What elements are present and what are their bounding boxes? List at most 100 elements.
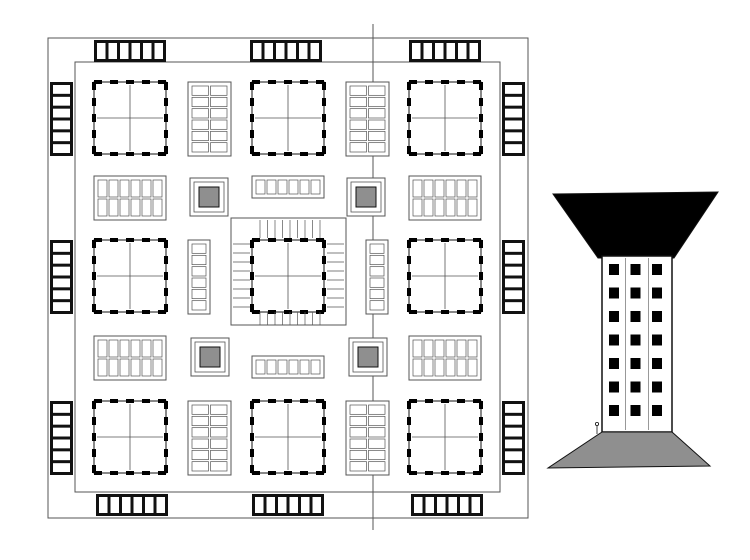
tower-plan [92,80,168,156]
garden-bed [191,108,209,119]
stair-tread [284,40,288,62]
garden-bed [152,358,163,377]
stair-tread [502,93,525,97]
stair-tread [502,472,525,475]
garden-outline [408,335,482,381]
wall-segment [250,272,254,280]
garden-bed [368,130,386,142]
garden-bed [191,266,207,277]
wall-segment [479,98,483,106]
wall-segment [457,399,465,403]
wall-segment [252,152,260,156]
wall-segment [407,272,411,280]
garden-bed [191,449,209,461]
garden-outline [93,175,167,221]
wall-segment [164,288,168,296]
wall-segment [110,152,118,156]
wall-segment [407,449,411,457]
garden-bed [412,179,423,198]
wall-segment [425,238,433,242]
garden-bed [349,130,367,142]
garden-bed [369,288,385,300]
wall-segment [250,449,254,457]
window [652,358,662,369]
wall-segment [479,130,483,138]
wall-segment [252,310,260,314]
garden-bed [368,404,386,415]
wall-segment [250,98,254,106]
stair-tread [261,40,265,62]
wall-segment [126,152,134,156]
stair-west [50,401,73,475]
garden-bed [191,254,207,266]
tower-base-plinth [546,431,712,469]
stair-tread [128,40,132,62]
stair-tread [107,494,111,516]
wall-segment [407,288,411,296]
garden-bed [349,415,367,427]
garden-outline [345,81,390,157]
stair-tread [50,263,73,267]
wall-segment [142,310,150,314]
wall-segment [479,465,483,473]
wall-segment [407,82,411,90]
wall-segment [250,82,254,90]
garden-bed [141,179,152,198]
garden-bed [423,179,434,198]
garden-bed [130,198,141,217]
wall-segment [479,401,483,409]
tower-plan [92,238,168,314]
wall-segment [425,399,433,403]
wall-segment [407,240,411,248]
wall-segment [479,304,483,312]
window [609,334,619,346]
wall-segment [268,471,276,475]
wall-segment [407,146,411,154]
garden-bed [368,85,386,96]
garden-bed [266,179,277,195]
garden-bed [210,130,228,142]
window [652,287,662,299]
wall-segment [409,310,417,314]
garden-bed [349,461,367,472]
garden-bed [210,96,228,108]
stair-north [250,40,322,62]
wall-segment [479,449,483,457]
stair-tread [273,40,276,62]
stair-tread [445,494,449,516]
wall-segment [164,130,168,138]
wall-segment [300,80,308,84]
stair-tread [50,141,73,145]
garden-bed [152,198,163,217]
fountain [189,177,229,217]
wall-segment [322,130,326,138]
garden-bed [130,358,141,377]
garden-bed [434,358,445,377]
garden-outline [187,400,232,476]
tower-plan [250,399,326,475]
garden-bed [191,85,209,96]
garden-bed [210,461,228,472]
stair-tread [478,40,481,62]
stair-tread [50,287,73,291]
wall-segment [441,399,449,403]
stair-tread [502,448,525,452]
wall-segment [407,417,411,425]
stair-tread [286,494,290,516]
garden-bed [349,438,367,449]
garden-bed [299,359,310,375]
stair-north [409,40,481,62]
garden-bed [191,277,207,288]
garden-bed [255,359,266,375]
bench-row [251,175,325,199]
window [609,264,619,275]
wall-segment [479,240,483,248]
garden-bed [141,339,152,358]
human-figure [595,421,600,434]
stair-tread [163,40,166,62]
wall-segment [164,401,168,409]
stair-tread [50,412,73,416]
garden-bed [191,404,209,415]
window [652,405,662,416]
